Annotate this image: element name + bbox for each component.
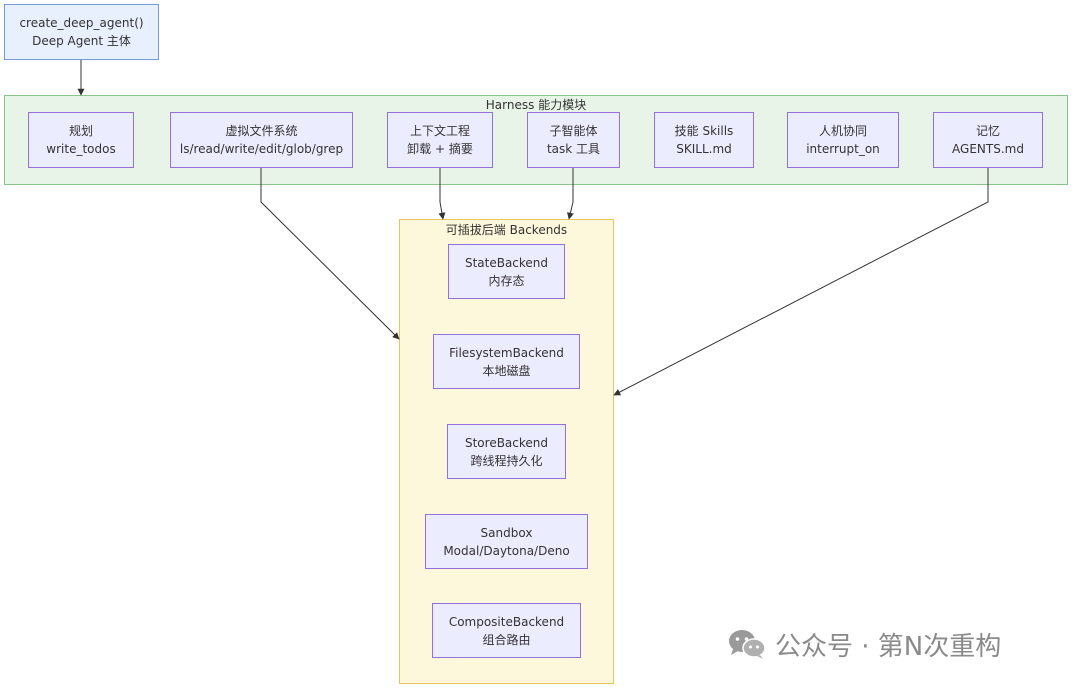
- module-virtual-fs-line1: 虚拟文件系统: [225, 124, 298, 138]
- module-context-line2: 卸载 + 摘要: [407, 142, 473, 156]
- backend-filesystem-line1: FilesystemBackend: [449, 345, 564, 360]
- watermark-text: 公众号 · 第N次重构: [775, 631, 1002, 662]
- module-memory-node: 记忆 AGENTS.md: [933, 112, 1043, 168]
- module-subagent-line2: task 工具: [546, 142, 601, 156]
- backend-store-line2: 跨线程持久化: [470, 453, 543, 468]
- wechat-icon: [729, 630, 766, 659]
- backend-composite-node: CompositeBackend 组合路由: [432, 603, 581, 658]
- deep-agent-node-line1: create_deep_agent(): [19, 16, 144, 30]
- backend-state-line2: 内存态: [488, 273, 525, 288]
- backends-cluster-title: 可插拔后端 Backends: [445, 223, 568, 237]
- module-virtual-fs-line2: ls/read/write/edit/glob/grep: [179, 142, 344, 156]
- backend-state-node: StateBackend 内存态: [448, 244, 565, 299]
- backend-composite-line2: 组合路由: [482, 632, 531, 647]
- edge-subagent-to-backends: [567, 168, 574, 220]
- module-context-node: 上下文工程 卸载 + 摘要: [387, 112, 493, 168]
- backend-sandbox-line1: Sandbox: [480, 525, 533, 540]
- module-memory-line2: AGENTS.md: [952, 142, 1024, 156]
- module-hitl-line2: interrupt_on: [806, 142, 880, 156]
- backend-state-line1: StateBackend: [464, 255, 549, 270]
- edge-context-to-backends: [438, 168, 446, 220]
- backend-sandbox-node: Sandbox Modal/Daytona/Deno: [425, 514, 588, 569]
- module-planning-line2: write_todos: [46, 142, 116, 156]
- module-skills-node: 技能 Skills SKILL.md: [654, 112, 754, 168]
- module-skills-line1: 技能 Skills: [674, 124, 734, 138]
- module-planning-node: 规划 write_todos: [28, 112, 134, 168]
- watermark: 公众号 · 第N次重构: [727, 626, 1001, 662]
- backend-sandbox-line2: Modal/Daytona/Deno: [443, 543, 570, 558]
- edge-filesystem-to-backends: [260, 168, 400, 340]
- module-memory-line1: 记忆: [975, 124, 1000, 138]
- module-subagent-node: 子智能体 task 工具: [527, 112, 620, 168]
- deep-agent-node: create_deep_agent() Deep Agent 主体: [4, 4, 159, 60]
- module-context-line1: 上下文工程: [409, 124, 470, 138]
- module-planning-line1: 规划: [68, 124, 93, 138]
- module-subagent-line1: 子智能体: [549, 124, 598, 138]
- edge-memory-to-backends: [613, 168, 989, 396]
- module-skills-line2: SKILL.md: [676, 142, 732, 156]
- backend-store-node: StoreBackend 跨线程持久化: [447, 424, 566, 479]
- backend-filesystem-node: FilesystemBackend 本地磁盘: [433, 334, 580, 389]
- backend-composite-line1: CompositeBackend: [448, 614, 565, 629]
- backend-store-line1: StoreBackend: [464, 435, 549, 450]
- deep-agent-node-line2: Deep Agent 主体: [32, 34, 131, 48]
- module-virtual-fs-node: 虚拟文件系统 ls/read/write/edit/glob/grep: [170, 112, 353, 168]
- harness-cluster-title: Harness 能力模块: [485, 98, 587, 112]
- module-hitl-line1: 人机协同: [818, 124, 867, 138]
- backend-filesystem-line2: 本地磁盘: [482, 363, 531, 378]
- module-hitl-node: 人机协同 interrupt_on: [787, 112, 899, 168]
